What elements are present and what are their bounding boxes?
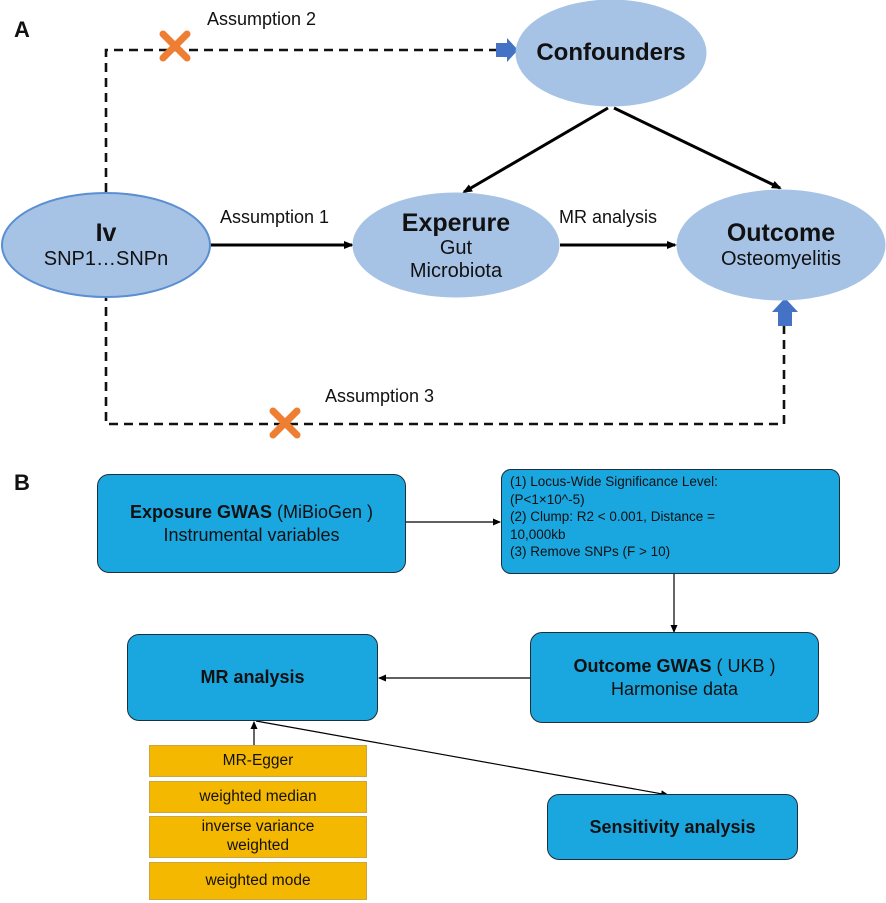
outcome-entry-arrow-icon: [772, 298, 798, 326]
confounders-title: Confounders: [536, 39, 686, 67]
outcome-gwas-line1: Outcome GWAS ( UKB ): [573, 655, 775, 678]
confounder-to-exposure-arrow: [462, 106, 609, 194]
exposure-gwas-box: Exposure GWAS (MiBioGen ) Instrumental v…: [97, 474, 406, 573]
method-mr-egger: MR-Egger: [149, 745, 367, 777]
confounder-to-outcome-arrow: [613, 106, 782, 190]
exposure-ellipse: [352, 192, 560, 298]
criteria-line-2: (P<1×10^-5): [510, 491, 585, 507]
exposure-gwas-line2: Instrumental variables: [163, 524, 340, 545]
outcome-ellipse: [676, 189, 886, 301]
exposure-node: Experure Gut Microbiota: [353, 193, 559, 299]
mr-analysis-edge-label: MR analysis: [559, 207, 658, 227]
assumption3-violation-cross-icon: [269, 407, 301, 439]
method-inverse-variance-weighted: inverse variance weighted: [149, 816, 367, 858]
outcome-subtitle: Osteomyelitis: [720, 247, 842, 270]
outcome-gwas-source: ( UKB ): [711, 656, 776, 676]
method-weighted-median: weighted median: [149, 781, 367, 813]
outcome-title: Outcome: [726, 219, 836, 248]
criteria-line-1: (1) Locus-Wide Significance Level:: [510, 474, 718, 489]
exposure-subtitle-line1: Gut: [439, 237, 473, 260]
iv-node: Iv SNP1…SNPn: [2, 193, 210, 297]
confounders-ellipse: [515, 0, 707, 107]
method-weighted-mode: weighted mode: [149, 862, 367, 900]
panel-a-label: A: [14, 17, 30, 42]
exposure-gwas-source: (MiBioGen ): [272, 502, 374, 522]
method-ivw-label: inverse variance weighted: [201, 818, 315, 854]
assumption2-violation-cross-icon: [159, 30, 191, 62]
assumption2-dashed-path: [104, 48, 496, 192]
outcome-gwas-box: Outcome GWAS ( UKB ) Harmonise data: [530, 632, 819, 723]
criteria-line-5: (3) Remove SNPs (F > 10): [510, 544, 671, 560]
mr-to-sensitivity-arrow: [255, 720, 669, 798]
exposure-title: Experure: [401, 208, 511, 237]
assumption3-label: Assumption 3: [325, 386, 435, 406]
mr-analysis-title: MR analysis: [200, 667, 305, 688]
exposure-subtitle-line2: Microbiota: [409, 260, 503, 283]
assumption2-label: Assumption 2: [207, 9, 317, 29]
exposure-gwas-line1: Exposure GWAS (MiBioGen ): [130, 501, 373, 524]
criteria-line-4: 10,000kb: [510, 526, 566, 542]
outcome-node: Outcome Osteomyelitis: [677, 190, 885, 300]
mr-analysis-box: MR analysis: [127, 634, 378, 721]
iv-subtitle: SNP1…SNPn: [43, 247, 169, 270]
panel-b-label: B: [14, 470, 30, 495]
criteria-line-3: (2) Clump: R2 < 0.001, Distance =: [510, 509, 715, 525]
assumption3-dashed-path: [104, 292, 786, 426]
sensitivity-analysis-box: Sensitivity analysis: [547, 794, 798, 860]
outcome-gwas-line2: Harmonise data: [610, 678, 739, 699]
assumption1-label: Assumption 1: [220, 207, 330, 227]
sensitivity-analysis-title: Sensitivity analysis: [589, 816, 756, 837]
iv-ellipse: [1, 192, 211, 298]
iv-title: Iv: [95, 219, 117, 248]
confounder-entry-arrow-icon: [496, 38, 518, 62]
selection-criteria-box: (1) Locus-Wide Significance Level: (P<1×…: [501, 469, 840, 574]
outcome-gwas-title: Outcome GWAS: [573, 656, 712, 676]
confounders-node: Confounders: [516, 0, 706, 106]
exposure-gwas-title: Exposure GWAS: [129, 502, 272, 522]
